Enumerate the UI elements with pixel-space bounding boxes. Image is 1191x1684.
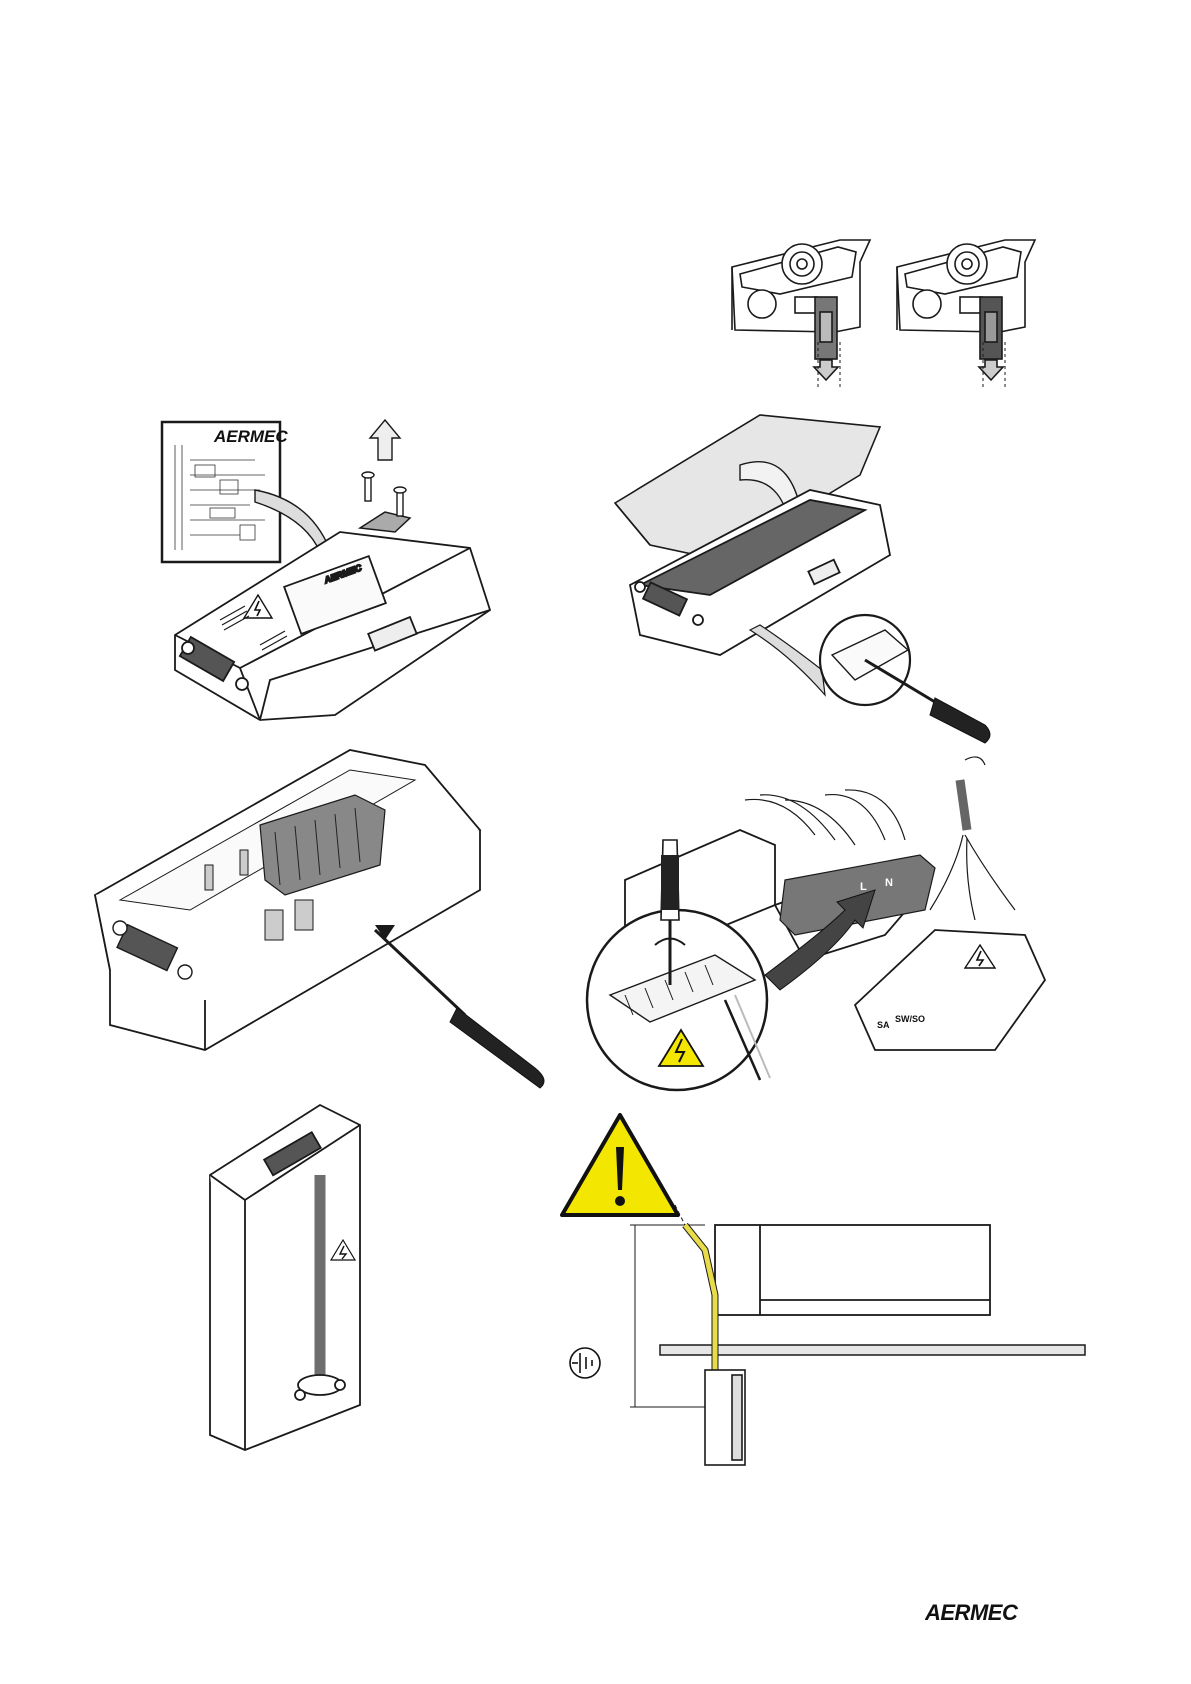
earthing-warning-figure (560, 1105, 1090, 1485)
warning-exclamation-icon (562, 1115, 678, 1215)
terminal-label-n: N (885, 877, 893, 889)
unit-top-view-right (897, 240, 1035, 387)
earth-ground-icon (570, 1348, 600, 1378)
footer-brand-text: AERMEC (925, 1600, 1019, 1625)
manual-brand-logo: AERMEC (213, 427, 288, 446)
aermec-logo: AERMEC (925, 1598, 1021, 1626)
arrow-up-icon (370, 420, 400, 460)
side-label-swso: SW/SO (895, 1014, 925, 1024)
terminal-wiring-figure: L N SA SW/SO (585, 760, 1085, 1090)
dimension-line (630, 1225, 705, 1407)
open-box-figure (95, 750, 555, 1090)
vertical-control-box (210, 1105, 360, 1450)
screw-icon (362, 472, 406, 516)
unit-top-view-left (732, 240, 870, 387)
terminal-label-l: L (860, 881, 867, 893)
zoom-detail (587, 910, 770, 1090)
cover-lift-figure (610, 415, 1010, 745)
ceiling-unit (715, 1225, 990, 1315)
box-cover-removal-figure: AERMEC AERMEC (160, 420, 540, 750)
box-cable-clamp-figure (205, 1105, 415, 1465)
screwdriver-icon (375, 925, 544, 1088)
wiring-diagram-sheet-icon: AERMEC (162, 422, 288, 562)
hanging-control-box (705, 1370, 745, 1465)
magnifier-detail-icon (750, 615, 910, 705)
side-panel: SA SW/SO (855, 930, 1045, 1050)
ceiling-panel (660, 1345, 1085, 1355)
box-tray (95, 750, 480, 1050)
side-label-sa: SA (877, 1020, 890, 1030)
unit-top-views-figure (720, 232, 1120, 402)
